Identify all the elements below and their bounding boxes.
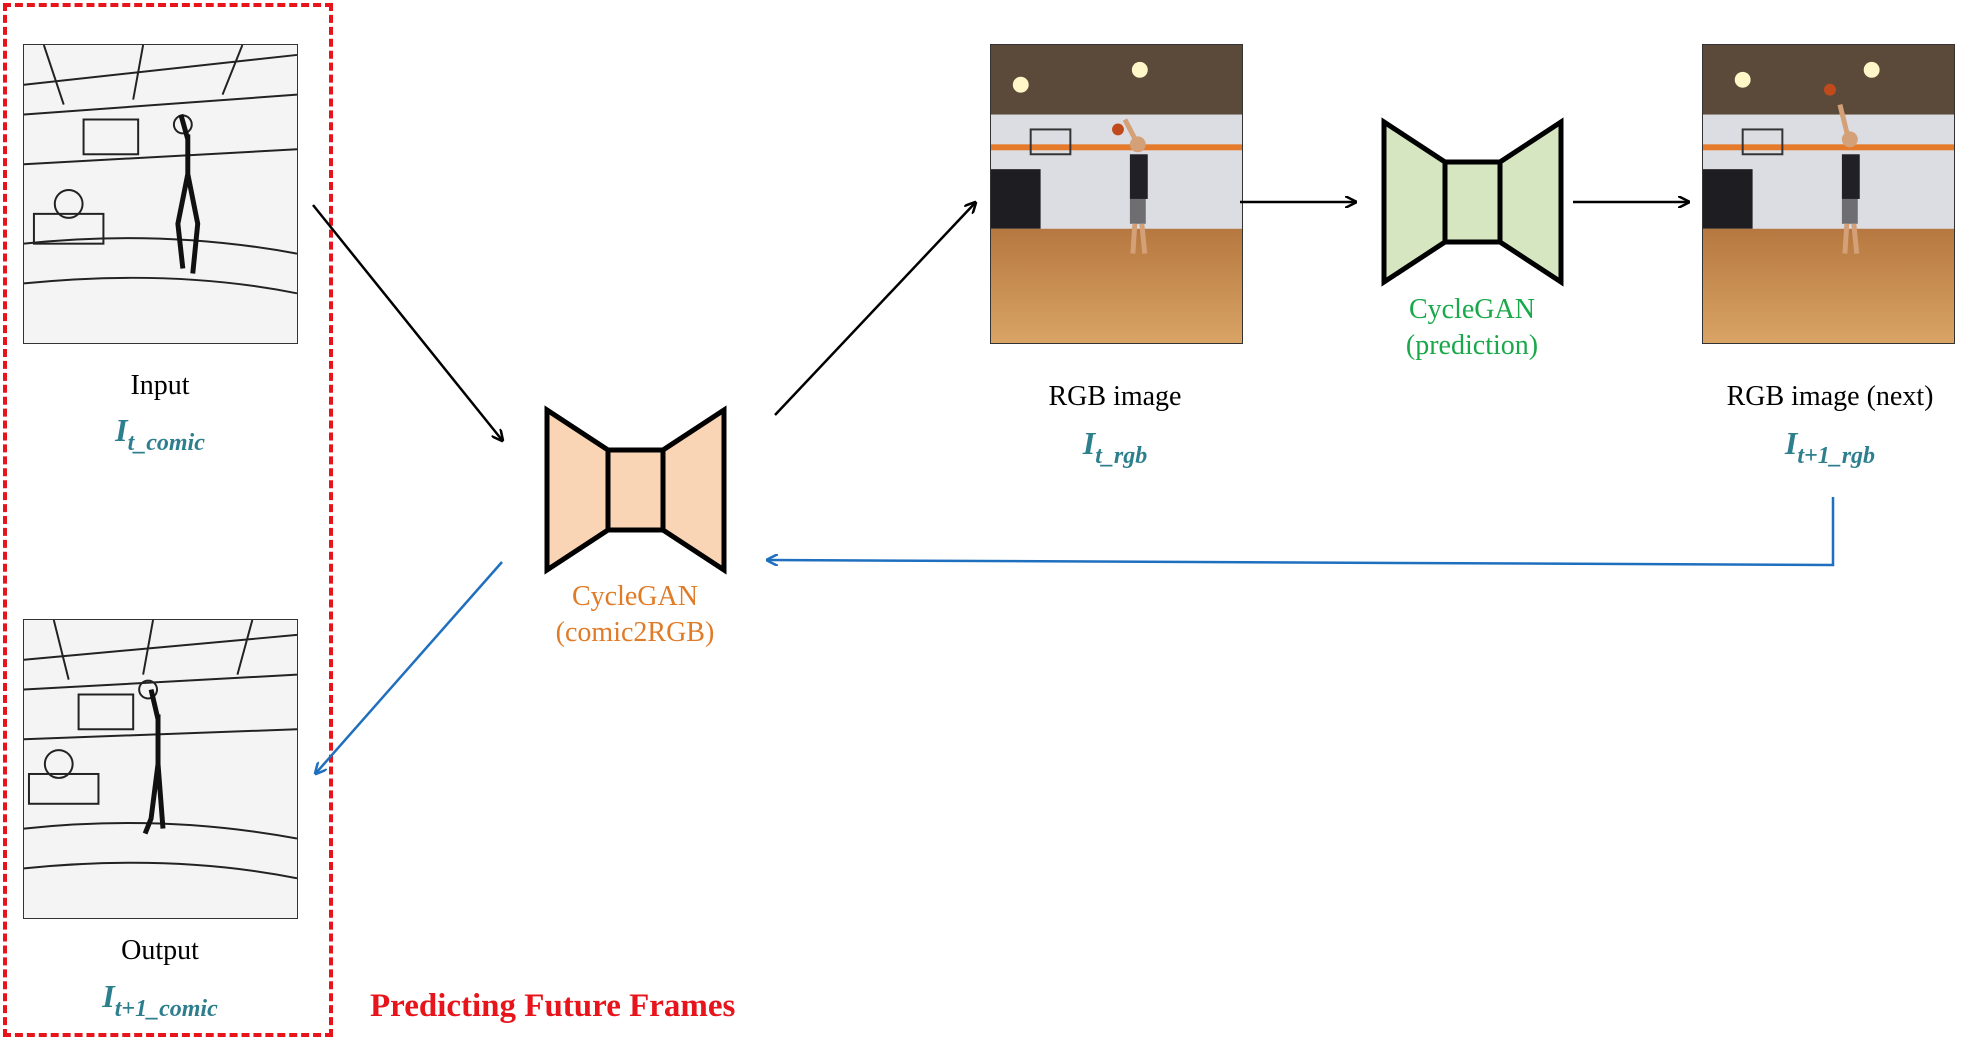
prediction-shape [1381, 117, 1564, 287]
input-caption: Input [130, 370, 190, 401]
arrow-input-to-comic2rgb [312, 204, 502, 440]
arrow-comic2rgb-to-output [316, 561, 503, 773]
figure-title: Predicting Future Frames [370, 988, 736, 1024]
comic2rgb-shape [544, 405, 727, 575]
rgb-symbol-sub: t_rgb [1095, 443, 1148, 469]
comic2rgb-label: CycleGAN (comic2RGB) [520, 579, 750, 651]
rgb-caption: RGB image [1048, 381, 1182, 412]
rgb-next-caption: RGB image (next) [1726, 381, 1934, 412]
comic-frames-group-box [3, 3, 333, 1037]
comic2rgb-label-line2: (comic2RGB) [555, 617, 715, 648]
prediction-label-line2: (prediction) [1405, 330, 1539, 361]
rgb-next-symbol-sub: t+1_rgb [1797, 443, 1876, 469]
arrow-rgb-next-to-comic2rgb [768, 497, 1835, 567]
rgb-symbol-base: I [1082, 425, 1096, 461]
output-symbol-sub: t+1_comic [114, 996, 218, 1022]
input-symbol-sub: t_comic [127, 430, 205, 456]
output-comic-image [23, 619, 298, 919]
input-symbol-base: I [115, 412, 128, 448]
output-symbol-base: I [102, 978, 115, 1014]
cyclegan-prediction-icon [1381, 117, 1564, 287]
rgb-image [990, 44, 1243, 344]
rgb-symbol: It_rgb [1005, 425, 1225, 470]
rgb-next-symbol: It+1_rgb [1700, 425, 1960, 470]
cyclegan-comic2rgb-icon [544, 405, 727, 575]
arrow-comic2rgb-to-rgb [774, 203, 975, 416]
prediction-label-line1: CycleGAN [1409, 294, 1535, 325]
input-symbol: It_comic [60, 412, 260, 457]
output-caption: Output [121, 935, 199, 966]
rgb-next-image [1702, 44, 1955, 344]
prediction-label: CycleGAN (prediction) [1357, 292, 1587, 364]
output-symbol: It+1_comic [50, 978, 270, 1023]
rgb-next-symbol-base: I [1784, 425, 1798, 461]
comic2rgb-label-line1: CycleGAN [572, 581, 698, 612]
input-comic-image [23, 44, 298, 344]
